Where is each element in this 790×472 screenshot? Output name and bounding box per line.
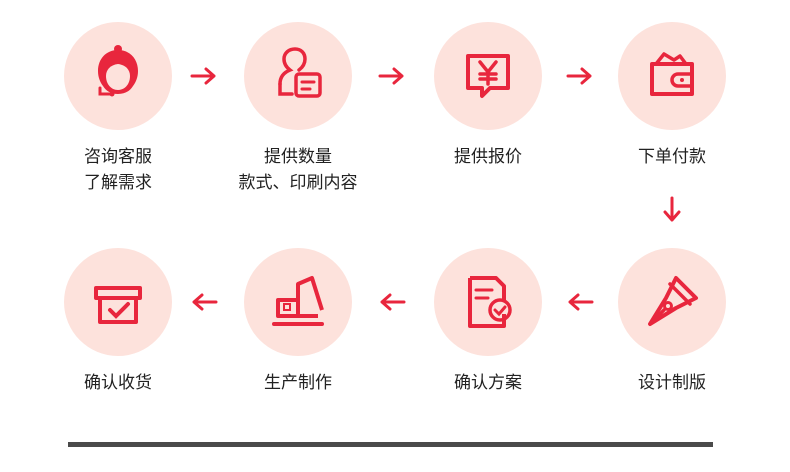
step-label-line2: 款式、印刷内容 — [238, 173, 358, 193]
step-confirm-receipt: 确认收货 — [18, 248, 218, 396]
arrow-right-icon — [566, 66, 594, 86]
step-label-line1: 提供报价 — [454, 147, 522, 167]
step-quote: 提供报价 — [388, 22, 588, 170]
customer-service-icon — [98, 45, 138, 97]
arrow-down-icon — [662, 196, 682, 224]
step-label-line1: 确认方案 — [454, 373, 522, 393]
document-check-icon — [468, 276, 512, 328]
circle — [64, 248, 172, 356]
circle — [434, 22, 542, 130]
wallet-icon — [650, 52, 694, 96]
circle — [64, 22, 172, 130]
box-check-icon — [94, 286, 142, 324]
divider — [68, 442, 713, 447]
step-label-line1: 生产制作 — [264, 373, 332, 393]
arrow-right-icon — [378, 66, 406, 86]
step-label-line1: 提供数量 — [264, 147, 332, 167]
step-label-line1: 设计制版 — [638, 373, 706, 393]
step-payment: 下单付款 — [572, 22, 772, 170]
step-label-line1: 咨询客服 — [84, 147, 152, 167]
circle — [244, 22, 352, 130]
step-label-line1: 确认收货 — [84, 373, 152, 393]
arrow-left-icon — [190, 292, 218, 312]
arrow-left-icon — [566, 292, 594, 312]
crane-icon — [272, 276, 324, 326]
yen-quote-icon — [466, 54, 510, 98]
step-label-line1: 下单付款 — [638, 147, 706, 167]
step-provide-quantity: 提供数量 款式、印刷内容 — [198, 22, 398, 196]
circle — [434, 248, 542, 356]
pen-nib-icon — [648, 276, 698, 326]
step-production: 生产制作 — [198, 248, 398, 396]
user-card-icon — [278, 47, 322, 98]
circle — [618, 22, 726, 130]
step-consult: 咨询客服 了解需求 — [18, 22, 218, 196]
step-design: 设计制版 — [572, 248, 772, 396]
circle — [244, 248, 352, 356]
arrow-right-icon — [190, 66, 218, 86]
arrow-left-icon — [378, 292, 406, 312]
step-label-line2: 了解需求 — [84, 173, 152, 193]
circle — [618, 248, 726, 356]
step-confirm-plan: 确认方案 — [388, 248, 588, 396]
